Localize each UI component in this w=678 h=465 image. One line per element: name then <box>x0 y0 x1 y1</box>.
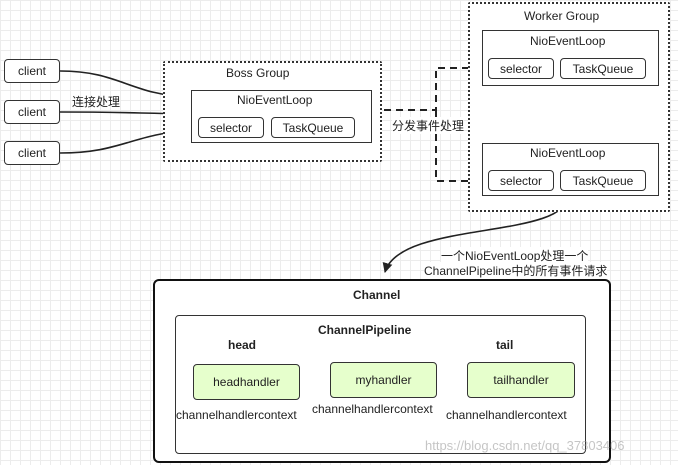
handler-label: myhandler <box>355 373 412 387</box>
selector-label: selector <box>499 173 543 188</box>
client-label: client <box>17 64 46 78</box>
client-label: client <box>17 105 46 119</box>
note-line-1: 一个NioEventLoop处理一个 <box>441 247 589 264</box>
pipeline-title: ChannelPipeline <box>318 323 412 337</box>
myhandler-box: myhandler <box>330 362 437 398</box>
client-label: client <box>17 146 46 160</box>
client-box-1: client <box>4 59 60 83</box>
boss-taskqueue: TaskQueue <box>271 117 355 138</box>
context-label-2: channelhandlercontext <box>312 402 433 416</box>
worker-selector-1: selector <box>488 58 554 79</box>
boss-selector: selector <box>198 117 264 138</box>
client-box-3: client <box>4 141 60 165</box>
connect-label: 连接处理 <box>72 95 121 109</box>
boss-loop-title: NioEventLoop <box>237 93 313 107</box>
dispatch-line-top <box>372 63 481 111</box>
worker-loop-title: NioEventLoop <box>530 146 606 160</box>
worker-loop-title: NioEventLoop <box>530 34 606 48</box>
handler-label: tailhandler <box>493 373 549 387</box>
headhandler-box: headhandler <box>193 364 300 400</box>
watermark: https://blog.csdn.net/qq_37803406 <box>425 438 625 453</box>
head-label: head <box>228 338 257 352</box>
tail-label: tail <box>496 338 514 352</box>
client-box-2: client <box>4 100 60 124</box>
dispatch-line-bottom <box>435 110 481 186</box>
handler-label: headhandler <box>213 375 280 389</box>
context-label-3: channelhandlercontext <box>446 408 567 422</box>
taskqueue-label: TaskQueue <box>572 61 634 76</box>
boss-group-title: Boss Group <box>226 66 290 80</box>
tailhandler-box: tailhandler <box>467 362 575 398</box>
dispatch-label: 分发事件处理 <box>392 117 465 134</box>
context-label-1: channelhandlercontext <box>176 408 297 422</box>
note-line-2: ChannelPipeline中的所有事件请求 <box>424 262 608 279</box>
channel-title: Channel <box>353 288 401 302</box>
worker-group-title: Worker Group <box>524 9 600 23</box>
worker-selector-2: selector <box>488 170 554 191</box>
taskqueue-label: TaskQueue <box>572 173 634 188</box>
selector-label: selector <box>209 120 253 135</box>
selector-label: selector <box>499 61 543 76</box>
worker-taskqueue-2: TaskQueue <box>560 170 646 191</box>
worker-taskqueue-1: TaskQueue <box>560 58 646 79</box>
taskqueue-label: TaskQueue <box>282 120 344 135</box>
